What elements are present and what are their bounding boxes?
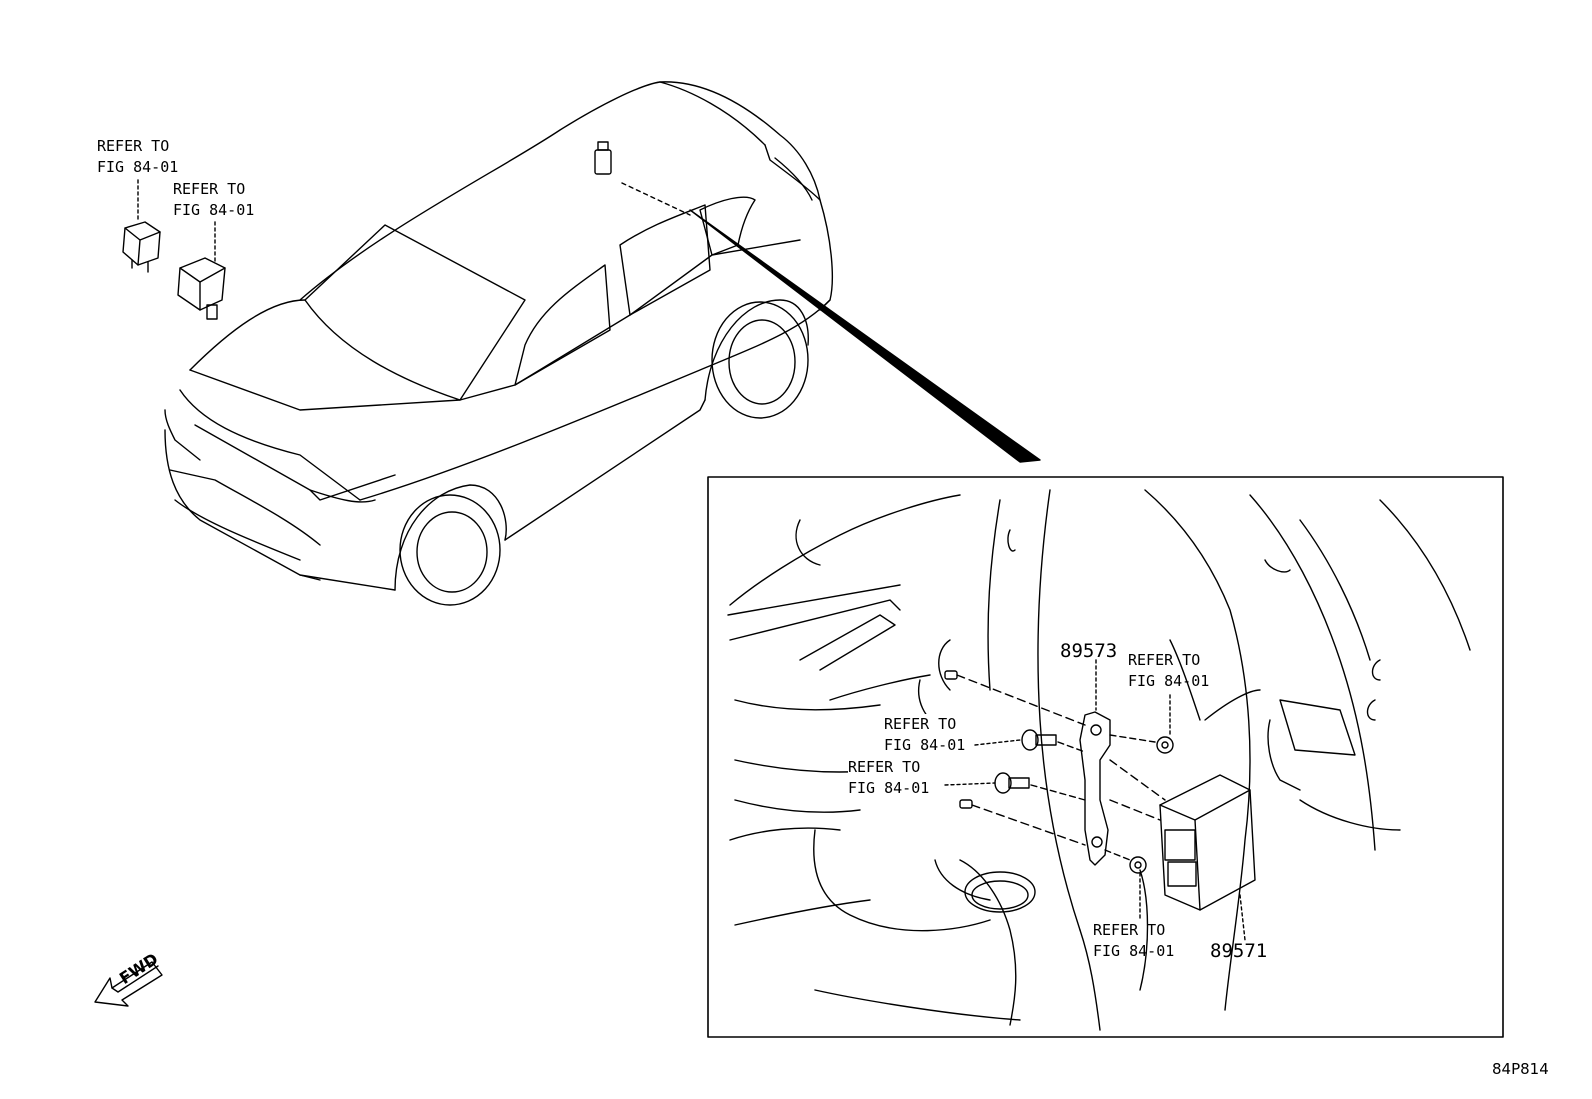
bolt-lower-callout-line1: REFER TO: [848, 758, 921, 776]
detail-body-panels: [727, 489, 1471, 1031]
nut-upper[interactable]: [1109, 694, 1174, 754]
bolt-lower-callout[interactable]: REFER TO FIG 84-01: [848, 757, 930, 799]
control-unit-89571[interactable]: [1159, 774, 1256, 941]
relay-b[interactable]: [177, 221, 226, 320]
relay-a-callout[interactable]: REFER TO FIG 84-01: [97, 136, 178, 178]
part-number-control-unit[interactable]: 89571: [1210, 940, 1268, 962]
relay-a-callout-line2: FIG 84-01: [97, 158, 179, 176]
stud-lower: [959, 799, 1086, 846]
bolt-upper-callout-line1: REFER TO: [884, 715, 957, 733]
bolt-lower[interactable]: [994, 772, 1086, 801]
nut-lower-callout[interactable]: REFER TO FIG 84-01: [1093, 920, 1174, 962]
nut-lower-callout-line1: REFER TO: [1093, 921, 1166, 939]
relay-a-callout-line1: REFER TO: [97, 137, 170, 155]
bolt-lower-callout-line2: FIG 84-01: [848, 779, 930, 797]
nut-lower[interactable]: [1104, 849, 1147, 921]
bracket-89573[interactable]: [1079, 659, 1111, 866]
bolt-upper[interactable]: [1021, 729, 1086, 753]
bolt-upper-callout[interactable]: REFER TO FIG 84-01: [884, 714, 966, 756]
fwd-arrow-icon: [94, 961, 163, 1007]
vehicle-outline: [164, 81, 833, 606]
relay-b-callout-line1: REFER TO: [173, 180, 246, 198]
nut-lower-callout-line2: FIG 84-01: [1093, 942, 1175, 960]
module-location-marker: [594, 141, 691, 216]
nut-upper-callout-line2: FIG 84-01: [1128, 672, 1210, 690]
illustration-code: 84P814: [1492, 1060, 1549, 1078]
nut-upper-callout-line1: REFER TO: [1128, 651, 1201, 669]
bolt-upper-callout-line2: FIG 84-01: [884, 736, 966, 754]
filler-neck: [964, 871, 1036, 913]
stud-upper: [944, 670, 1086, 726]
detail-view-frame: [707, 476, 1504, 1038]
nut-upper-callout[interactable]: REFER TO FIG 84-01: [1128, 650, 1209, 692]
relay-b-callout[interactable]: REFER TO FIG 84-01: [173, 179, 254, 221]
relay-b-callout-line2: FIG 84-01: [173, 201, 255, 219]
relay-a[interactable]: [122, 179, 161, 273]
detail-leader-wedge: [689, 209, 1041, 463]
part-number-bracket[interactable]: 89573: [1060, 640, 1118, 662]
